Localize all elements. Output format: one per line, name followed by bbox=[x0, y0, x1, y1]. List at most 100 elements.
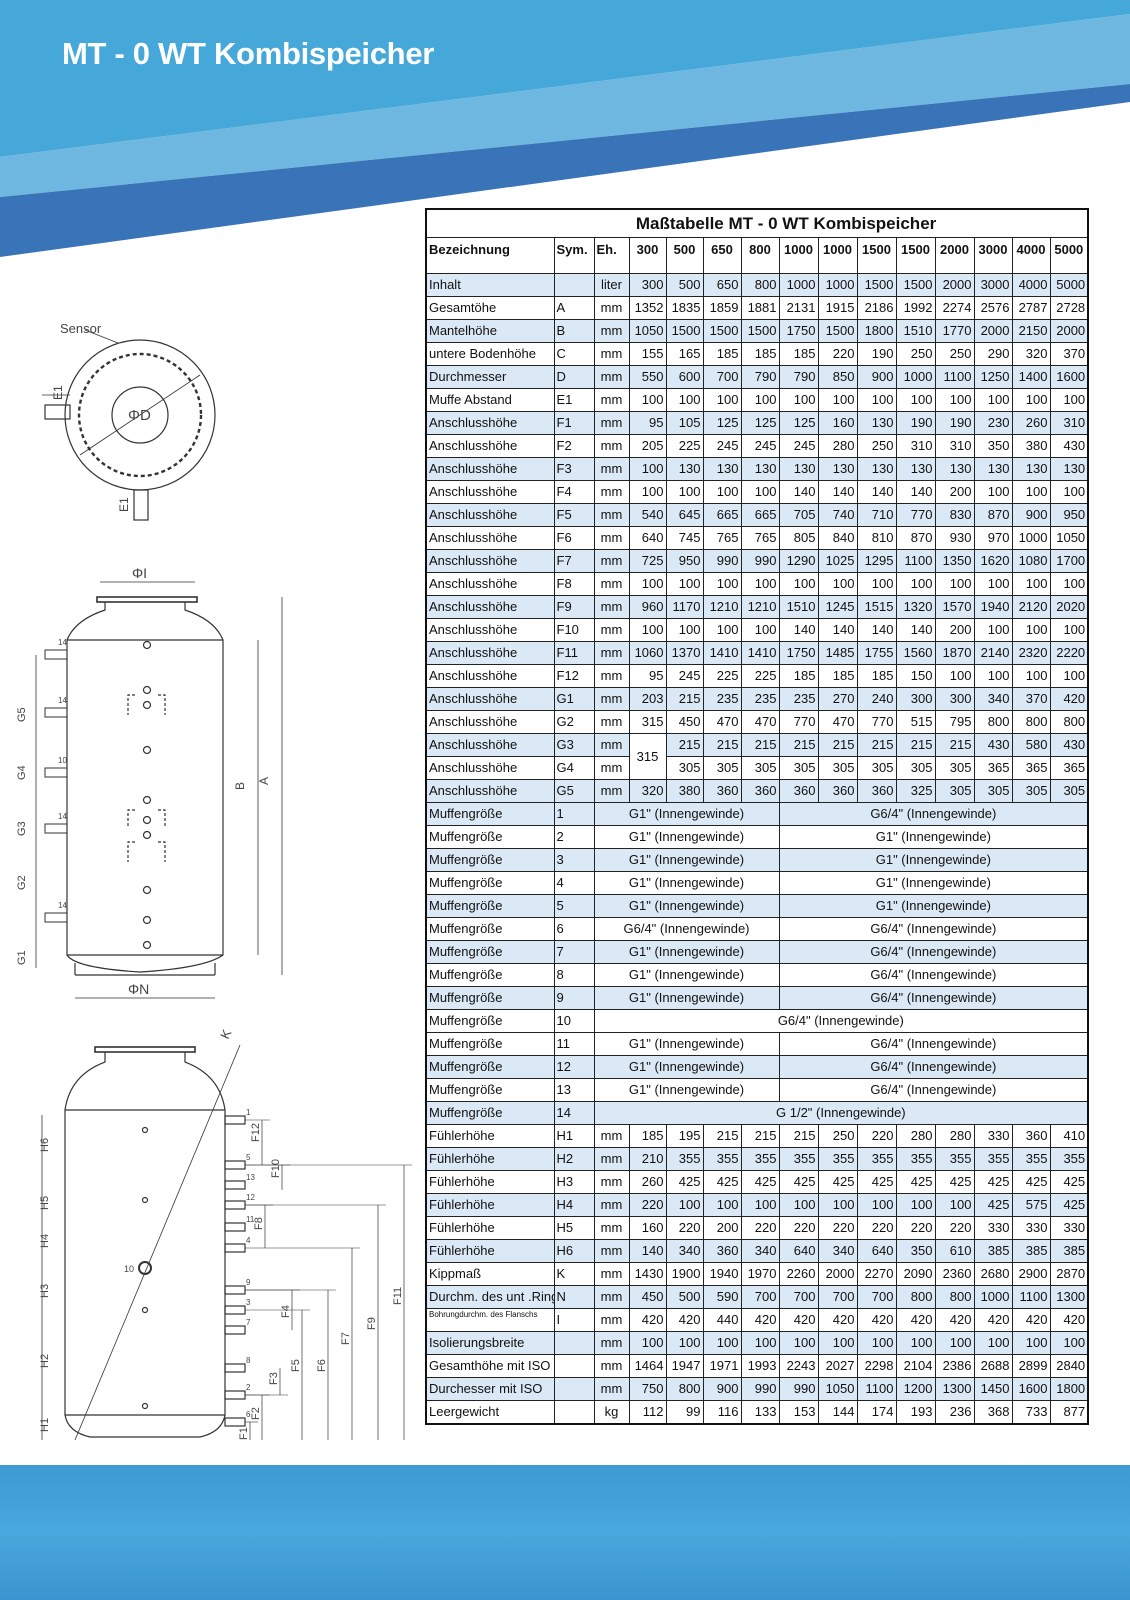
value-cell: 1210 bbox=[702, 595, 742, 619]
row-unit: mm bbox=[593, 434, 630, 458]
value-cell: 280 bbox=[895, 1124, 936, 1148]
h4-label: H4 bbox=[39, 1234, 51, 1248]
value-cell: 100 bbox=[778, 1193, 819, 1217]
value-cell: 100 bbox=[665, 618, 704, 642]
value-cell: 100 bbox=[778, 388, 819, 412]
row-symbol: A bbox=[553, 296, 595, 320]
value-cell: 1300 bbox=[934, 1377, 975, 1401]
value-cell: 153 bbox=[778, 1400, 819, 1425]
value-cell: 950 bbox=[665, 549, 704, 573]
value-cell: 430 bbox=[973, 733, 1013, 757]
thread-size-large-models: G6/4" (Innengewinde) bbox=[778, 1078, 1089, 1102]
value-cell: 610 bbox=[934, 1239, 975, 1263]
value-cell: 500 bbox=[665, 1285, 704, 1309]
value-cell: 305 bbox=[702, 756, 742, 780]
value-cell: 700 bbox=[702, 365, 742, 389]
value-cell: 185 bbox=[702, 342, 742, 366]
value-cell: 380 bbox=[665, 779, 704, 803]
value-cell: 575 bbox=[1011, 1193, 1051, 1217]
row-unit: mm bbox=[593, 457, 630, 481]
value-cell: 360 bbox=[856, 779, 897, 803]
value-cell: 100 bbox=[1011, 664, 1051, 688]
thread-size-all: G6/4" (Innengewinde) bbox=[593, 1009, 1089, 1033]
value-cell: 220 bbox=[817, 1216, 858, 1240]
value-cell: 130 bbox=[1011, 457, 1051, 481]
value-cell: 1500 bbox=[895, 273, 936, 297]
value-cell: 315 bbox=[628, 733, 667, 780]
value-cell: 1500 bbox=[665, 319, 704, 343]
value-cell: 1100 bbox=[895, 549, 936, 573]
value-cell: 305 bbox=[740, 756, 780, 780]
row-name: Muffengröße bbox=[425, 848, 555, 872]
row-symbol: 8 bbox=[553, 963, 595, 987]
value-cell: 800 bbox=[973, 710, 1013, 734]
value-cell: 140 bbox=[778, 480, 819, 504]
row-symbol: F1 bbox=[553, 411, 595, 435]
pipe-number: 7 bbox=[246, 1318, 251, 1327]
value-cell: 750 bbox=[628, 1377, 667, 1401]
value-cell: 245 bbox=[702, 434, 742, 458]
value-cell: 100 bbox=[973, 572, 1013, 596]
value-cell: 2027 bbox=[817, 1354, 858, 1378]
value-cell: 355 bbox=[817, 1147, 858, 1171]
value-cell: 900 bbox=[856, 365, 897, 389]
value-cell: 790 bbox=[778, 365, 819, 389]
pipe-number: 14 bbox=[58, 901, 67, 910]
value-cell: 185 bbox=[740, 342, 780, 366]
value-cell: 280 bbox=[934, 1124, 975, 1148]
row-name: Muffengröße bbox=[425, 963, 555, 987]
row-unit: mm bbox=[593, 756, 630, 780]
value-cell: 185 bbox=[778, 664, 819, 688]
value-cell: 100 bbox=[973, 388, 1013, 412]
value-cell: 315 bbox=[628, 710, 667, 734]
row-unit: mm bbox=[593, 618, 630, 642]
row-symbol: F3 bbox=[553, 457, 595, 481]
row-symbol: G4 bbox=[553, 756, 595, 780]
row-unit: mm bbox=[593, 733, 630, 757]
value-cell: 100 bbox=[1049, 1331, 1089, 1355]
col-header-size: 800 bbox=[740, 237, 780, 274]
value-cell: 215 bbox=[702, 1124, 742, 1148]
value-cell: 1464 bbox=[628, 1354, 667, 1378]
value-cell: 220 bbox=[778, 1216, 819, 1240]
connection-pipe bbox=[224, 1417, 246, 1427]
connection-pipe bbox=[224, 1390, 246, 1400]
value-cell: 1500 bbox=[856, 273, 897, 297]
row-unit: mm bbox=[593, 1377, 630, 1401]
h2-label: H2 bbox=[39, 1354, 51, 1368]
value-cell: 640 bbox=[628, 526, 667, 550]
value-cell: 425 bbox=[778, 1170, 819, 1194]
row-symbol: G1 bbox=[553, 687, 595, 711]
value-cell: 990 bbox=[702, 549, 742, 573]
row-unit: mm bbox=[593, 388, 630, 412]
diameter-d-label: ΦD bbox=[128, 407, 151, 424]
value-cell: 355 bbox=[1011, 1147, 1051, 1171]
row-unit: mm bbox=[593, 1285, 630, 1309]
row-unit: mm bbox=[593, 503, 630, 527]
value-cell: 310 bbox=[1049, 411, 1089, 435]
value-cell: 215 bbox=[856, 733, 897, 757]
value-cell: 2000 bbox=[973, 319, 1013, 343]
value-cell: 1870 bbox=[934, 641, 975, 665]
value-cell: 2840 bbox=[1049, 1354, 1089, 1378]
row-name: Anschlusshöhe bbox=[425, 572, 555, 596]
row-unit: mm bbox=[593, 779, 630, 803]
value-cell: 2787 bbox=[1011, 296, 1051, 320]
value-cell: 270 bbox=[817, 687, 858, 711]
f-dimension-label: F7 bbox=[340, 1332, 352, 1345]
value-cell: 420 bbox=[934, 1308, 975, 1332]
pipe-number: 2 bbox=[246, 1383, 251, 1392]
value-cell: 140 bbox=[817, 618, 858, 642]
value-cell: 640 bbox=[778, 1239, 819, 1263]
connection-pipe bbox=[224, 1305, 246, 1315]
value-cell: 1992 bbox=[895, 296, 936, 320]
row-symbol: F4 bbox=[553, 480, 595, 504]
value-cell: 195 bbox=[665, 1124, 704, 1148]
connection-pipe bbox=[224, 1200, 246, 1210]
value-cell: 1000 bbox=[778, 273, 819, 297]
col-header-size: 1500 bbox=[895, 237, 936, 274]
value-cell: 220 bbox=[740, 1216, 780, 1240]
